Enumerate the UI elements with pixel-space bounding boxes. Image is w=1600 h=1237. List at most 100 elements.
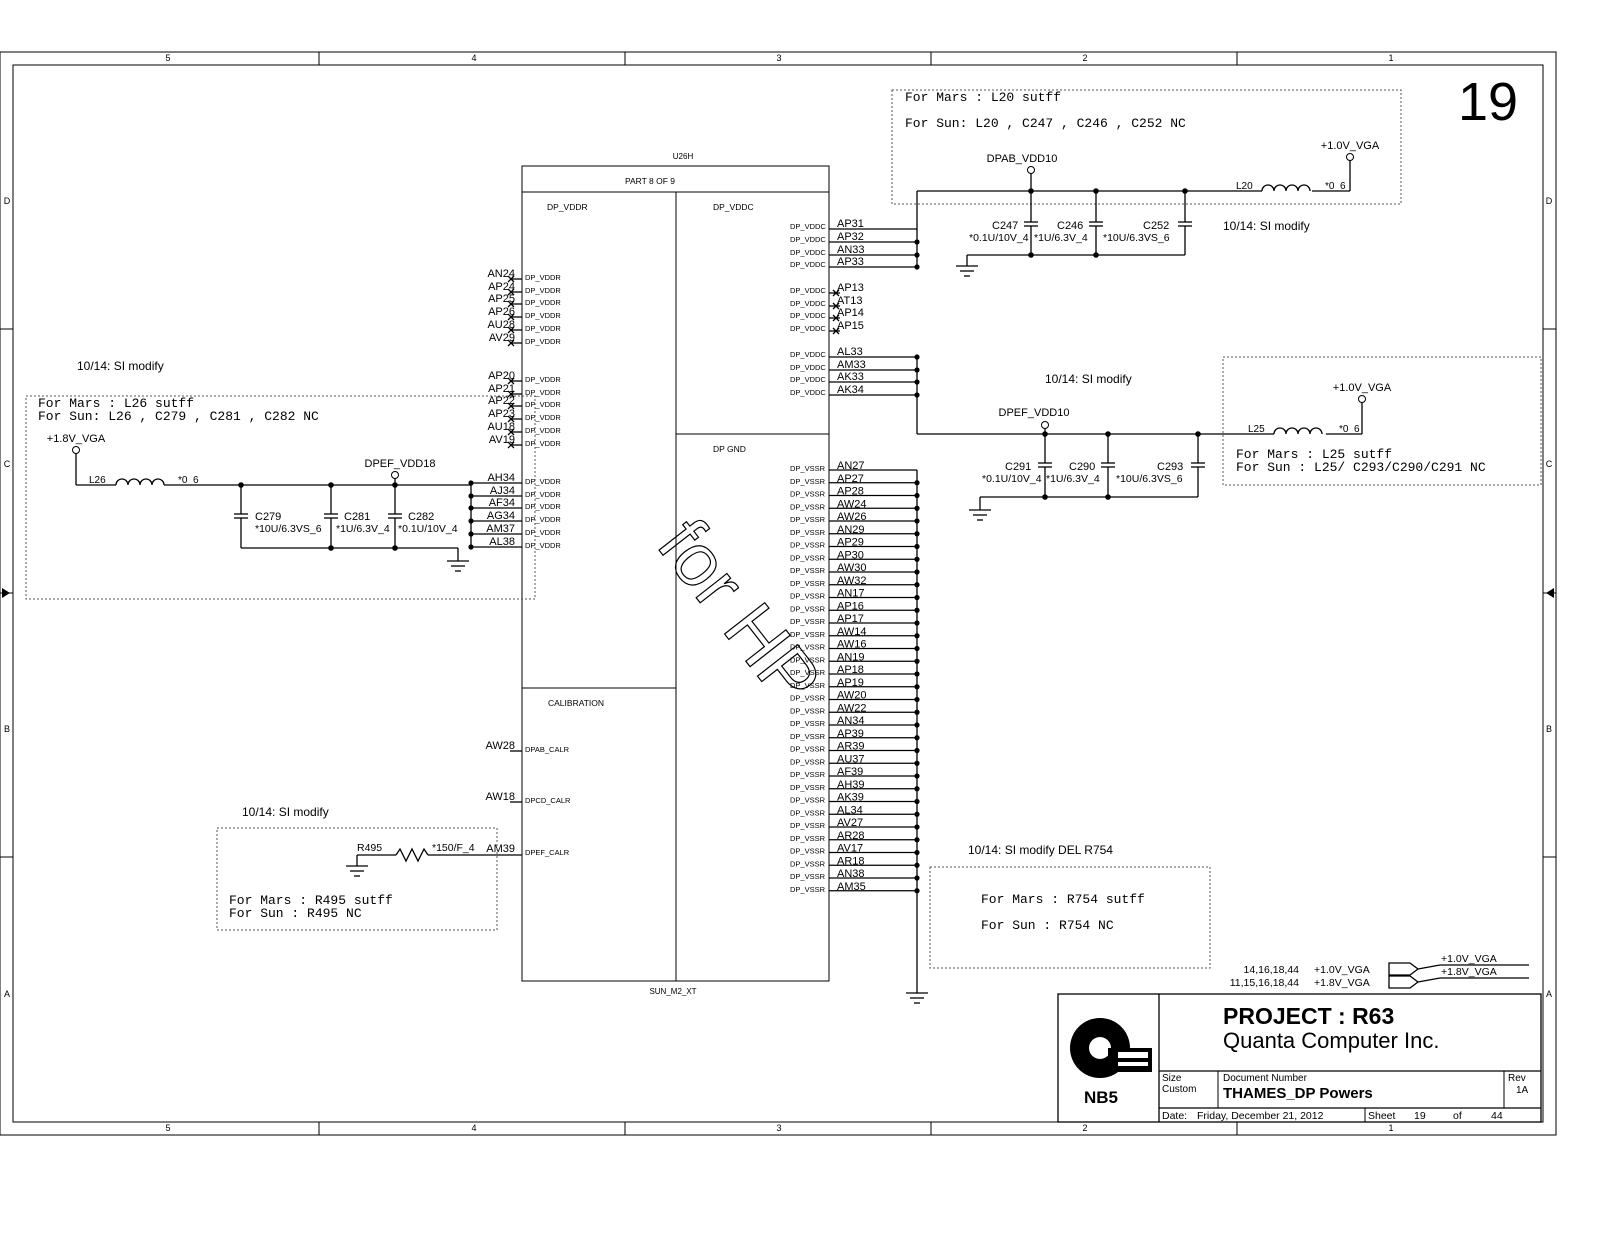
c246-value: *1U/6.3V_4 [1034,232,1088,244]
pin-ball: AN33 [837,244,865,256]
pin-name: DP_VSSR [790,859,826,868]
pin-ball: AW18 [485,791,515,803]
pin-ball: AK39 [837,792,864,804]
l20-value: *0_6 [1325,181,1346,192]
border-row-label: A [4,989,10,999]
c279-value: *10U/6.3VS_6 [255,523,322,535]
l26-value: *0_6 [178,475,199,486]
c290-ref: C290 [1069,461,1095,473]
pin-name: DP_VDDR [525,426,561,435]
pin-name: DP_VSSR [790,630,826,639]
border-col-label: 2 [1082,1123,1087,1133]
pin-ball: AP31 [837,218,864,230]
pin-name: DP_VSSR [790,872,826,881]
c279-ref: C279 [255,511,281,523]
note-dpef-sun: For Sun : L25/ C293/C290/C291 NC [1236,460,1486,475]
border-row-label: C [1546,459,1553,469]
pin-ball: AH39 [837,779,865,791]
pin-name: DP_VSSR [790,464,826,473]
pin-name: DP_VSSR [790,617,826,626]
pin-name: DP_VDDR [525,375,561,384]
pin-name: DP_VSSR [790,834,826,843]
pin-ball: AH34 [487,472,515,484]
total-sheets: 44 [1491,1110,1503,1122]
net-v1p0-right: +1.0V_VGA [1333,382,1392,394]
pin-name: DP_VDDC [790,324,826,333]
c281-ref: C281 [344,511,370,523]
pin-name: DP_VSSR [790,528,826,537]
c281-value: *1U/6.3V_4 [336,523,390,535]
net-dpef-vdd10: DPEF_VDD10 [999,407,1070,419]
size-value: Custom [1162,1084,1196,1095]
pin-ball: AP33 [837,256,864,268]
pin-name: DPAB_CALR [525,745,570,754]
pin-name: DP_VSSR [790,719,826,728]
quanta-logo [1070,1018,1152,1078]
page-number: 19 [1458,72,1518,132]
c291-ref: C291 [1005,461,1031,473]
pin-ball: AW32 [837,575,867,587]
note-dpab-sun: For Sun: L20 , C247 , C246 , C252 NC [905,116,1186,131]
pin-ball: AR18 [837,855,865,867]
pin-ball: AK34 [837,384,864,396]
note-vddr-sun: For Sun: L26 , C279 , C281 , C282 NC [38,409,319,424]
border-row-label: C [4,459,11,469]
net-dpef-vdd18: DPEF_VDD18 [365,458,436,470]
r495-block: 10/14: SI modify R495 *150/F_4 For Mars … [216,805,522,931]
pin-ball: AL38 [489,536,515,548]
offpage-net: +1.0V_VGA [1314,964,1370,976]
pin-name: DPEF_CALR [525,848,570,857]
pin-name: DP_VDDC [790,350,826,359]
pin-name: DPCD_CALR [525,796,571,805]
pin-name: DP_VSSR [790,477,826,486]
pin-name: DP_VDDR [525,311,561,320]
offpage-connector: 11,15,16,18,44+1.8V_VGA+1.8V_VGA [1230,966,1529,989]
vddr-supply-block: 10/14: SI modify For Mars : L26 sutff Fo… [25,359,536,600]
pin-ball: AU37 [837,753,865,765]
date-label: Date: [1162,1110,1187,1122]
note-r495-mars: For Mars : R495 sutff [229,893,393,908]
dpab-supply-block: For Mars : L20 sutff For Sun: L20 , C247… [891,89,1402,277]
pin-name: DP_VSSR [790,643,826,652]
pin-name: DP_VSSR [790,502,826,511]
pin-ball: AM39 [486,843,515,855]
chip-part: PART 8 OF 9 [625,176,675,186]
net-dpab-vdd10: DPAB_VDD10 [987,153,1058,165]
pin-name: DP_VDDC [790,363,826,372]
offpage-connector: 14,16,18,44+1.0V_VGA+1.0V_VGA [1244,953,1529,976]
pin-name: DP_VSSR [790,783,826,792]
pin-name: DP_VSSR [790,808,826,817]
pin-ball: AW16 [837,639,867,651]
pin-name: DP_VSSR [790,515,826,524]
net-v1p0-top: +1.0V_VGA [1321,140,1380,152]
pin-name: DP_VSSR [790,885,826,894]
net-v1p8-left: +1.8V_VGA [47,433,106,445]
pin-ball: AP18 [837,664,864,676]
pin-ball: AW26 [837,511,867,523]
c291-value: *0.1U/10V_4 [982,473,1042,485]
si-modify-top: 10/14: SI modify [1223,219,1310,233]
pin-name: DP_VSSR [790,770,826,779]
border-row-label: B [1546,724,1552,734]
